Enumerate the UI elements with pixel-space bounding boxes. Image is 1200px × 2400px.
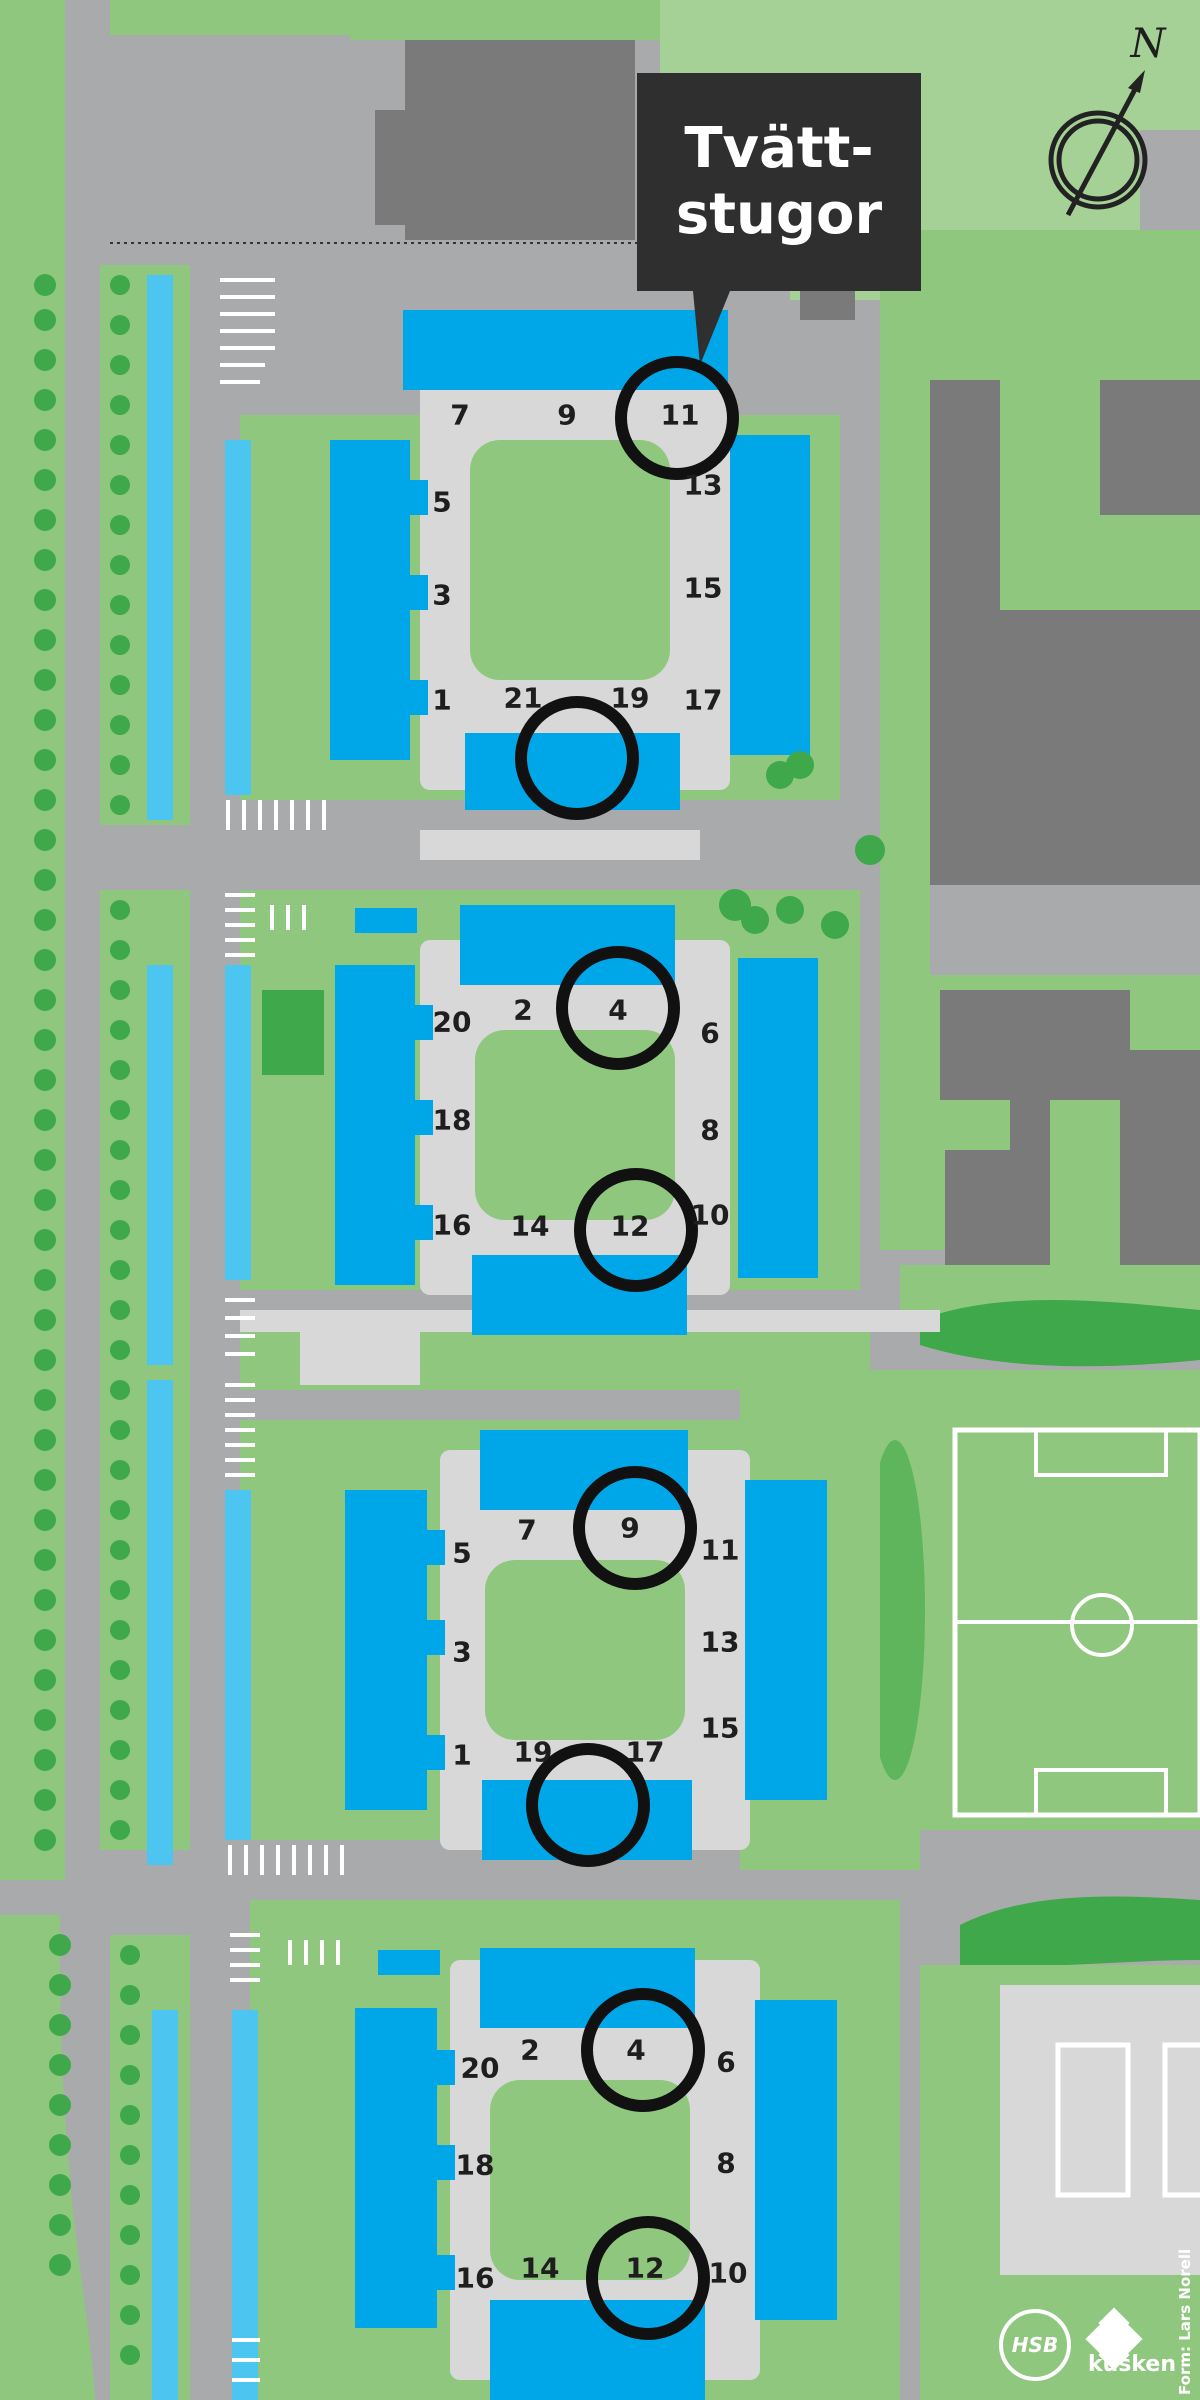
callout-pointer bbox=[693, 291, 730, 365]
house-number: 1 bbox=[452, 1738, 472, 1772]
tree-row bbox=[920, 1300, 1200, 1367]
house-number: 3 bbox=[432, 578, 452, 612]
laundry-ring-icon bbox=[586, 2216, 710, 2340]
parking-lines bbox=[220, 278, 344, 2382]
tennis-court bbox=[1055, 2042, 1131, 2198]
house-number: 12 bbox=[625, 2251, 665, 2285]
buildings-residential bbox=[330, 310, 837, 2400]
house-number: 17 bbox=[683, 683, 723, 717]
house-number: 7 bbox=[517, 1513, 537, 1547]
penalty-area-south bbox=[1034, 1768, 1168, 1817]
laundry-ring-icon bbox=[615, 356, 739, 480]
house-number: 3 bbox=[452, 1635, 472, 1669]
house-number: 5 bbox=[432, 485, 452, 519]
hsb-logo-text: HSB bbox=[1011, 2333, 1059, 2357]
house-number: 11 bbox=[660, 398, 700, 432]
tennis-court bbox=[1162, 2042, 1200, 2198]
trees-west bbox=[34, 274, 140, 2365]
house-number: 11 bbox=[700, 1533, 740, 1567]
house-number: 13 bbox=[700, 1625, 740, 1659]
house-number: 2 bbox=[513, 993, 533, 1027]
building-north bbox=[405, 40, 635, 240]
building-east-small bbox=[1100, 380, 1200, 515]
laundry-markers bbox=[515, 356, 739, 2340]
house-number: 8 bbox=[716, 2146, 736, 2180]
penalty-area-north bbox=[1034, 1428, 1168, 1477]
laundry-ring-icon bbox=[526, 1743, 650, 1867]
court-area bbox=[1000, 1985, 1200, 2275]
compass-icon bbox=[1048, 70, 1148, 217]
house-number: 18 bbox=[432, 1103, 472, 1137]
playground bbox=[262, 990, 324, 1075]
title-line-2: stugor bbox=[675, 182, 883, 247]
laundry-ring-icon bbox=[573, 1466, 697, 1590]
house-number: 13 bbox=[683, 468, 723, 502]
house-number: 20 bbox=[432, 1005, 472, 1039]
house-number: 15 bbox=[683, 571, 723, 605]
credit-text: Form: Lars Norell bbox=[1176, 2248, 1194, 2395]
house-number: 5 bbox=[452, 1536, 472, 1570]
grass-h-gap bbox=[1050, 1100, 1120, 1265]
house-number: 6 bbox=[716, 2045, 736, 2079]
house-number: 21 bbox=[503, 681, 543, 715]
house-number: 15 bbox=[700, 1711, 740, 1745]
kusken-logo bbox=[1085, 2307, 1143, 2371]
trees-east bbox=[719, 751, 885, 939]
shed bbox=[300, 1325, 420, 1385]
parking-top bbox=[110, 35, 350, 245]
house-number: 7 bbox=[450, 398, 470, 432]
house-number: 16 bbox=[432, 1208, 472, 1242]
house-number: 10 bbox=[690, 1198, 730, 1232]
courtyards bbox=[470, 440, 690, 2280]
road-east bbox=[930, 885, 1200, 975]
house-number: 20 bbox=[460, 2051, 500, 2085]
tree-row-south bbox=[960, 1896, 1200, 1967]
centre-circle bbox=[1070, 1593, 1134, 1657]
house-number: 2 bbox=[520, 2033, 540, 2067]
kusken-logo-text: kusken bbox=[1088, 2352, 1177, 2377]
house-number: 4 bbox=[608, 993, 628, 1027]
laundry-ring-icon bbox=[556, 946, 680, 1070]
house-number: 1 bbox=[432, 683, 452, 717]
laundry-ring-icon bbox=[574, 1168, 698, 1292]
house-number: 16 bbox=[455, 2261, 495, 2295]
building-north-wing bbox=[375, 110, 435, 225]
house-number: 14 bbox=[520, 2251, 560, 2285]
house-number: 10 bbox=[708, 2256, 748, 2290]
grass-west-bottom bbox=[0, 1915, 95, 2400]
laundry-ring-icon bbox=[581, 1988, 705, 2112]
house-number: 8 bbox=[700, 1113, 720, 1147]
grass-top bbox=[110, 0, 660, 40]
house-number: 14 bbox=[510, 1209, 550, 1243]
grass-strip bbox=[100, 890, 190, 1850]
house-number: 6 bbox=[700, 1016, 720, 1050]
compass-north-label: N bbox=[1130, 21, 1166, 67]
title-line-1: Tvätt- bbox=[684, 116, 874, 181]
road-south-east bbox=[920, 1830, 1200, 1890]
buildings-west bbox=[147, 275, 258, 2400]
house-number: 9 bbox=[557, 398, 577, 432]
grass-strip bbox=[100, 265, 190, 825]
laundry-ring-icon bbox=[515, 696, 639, 820]
laundry-label-box: Tvätt- stugor bbox=[637, 73, 921, 291]
house-number: 19 bbox=[610, 681, 650, 715]
house-number: 9 bbox=[620, 1511, 640, 1545]
house-number: 4 bbox=[626, 2033, 646, 2067]
house-number: 12 bbox=[610, 1209, 650, 1243]
hsb-logo bbox=[999, 2309, 1071, 2381]
house-number: 17 bbox=[625, 1735, 665, 1769]
house-number: 19 bbox=[513, 1735, 553, 1769]
house-number: 18 bbox=[455, 2148, 495, 2182]
